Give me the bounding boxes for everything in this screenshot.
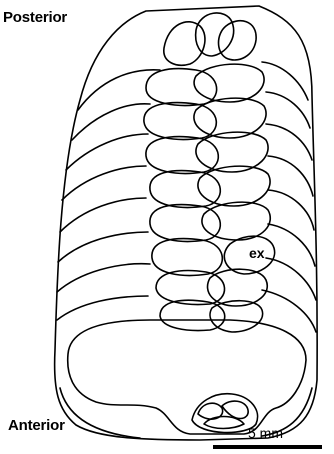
- segment-line: [268, 190, 314, 230]
- segment-line: [58, 232, 148, 262]
- lobe-top-mid: [196, 13, 234, 56]
- axial-lobe: [146, 69, 217, 106]
- scale-bar: [213, 445, 322, 449]
- segment-line: [62, 166, 146, 200]
- ex-label: ex: [249, 245, 265, 261]
- segment-line: [57, 264, 150, 292]
- axial-lobe: [150, 171, 220, 208]
- segment-line: [266, 92, 310, 128]
- lobe-top-left: [164, 22, 205, 65]
- scale-bar-label: 5 mm: [248, 425, 283, 441]
- axial-lobe: [144, 103, 216, 140]
- segment-line: [57, 296, 148, 320]
- segment-line: [262, 62, 308, 100]
- anterior-margin: [60, 388, 140, 438]
- axial-lobe: [194, 64, 264, 102]
- cephalon-outline: [68, 320, 306, 434]
- segment-line: [66, 134, 148, 170]
- axial-lobe: [202, 202, 270, 240]
- axial-lobe: [146, 137, 218, 174]
- segment-line: [266, 124, 312, 160]
- segment-line: [60, 198, 146, 232]
- segment-line: [268, 156, 313, 196]
- body-outline: [55, 6, 318, 440]
- lobe-top-right: [219, 21, 257, 60]
